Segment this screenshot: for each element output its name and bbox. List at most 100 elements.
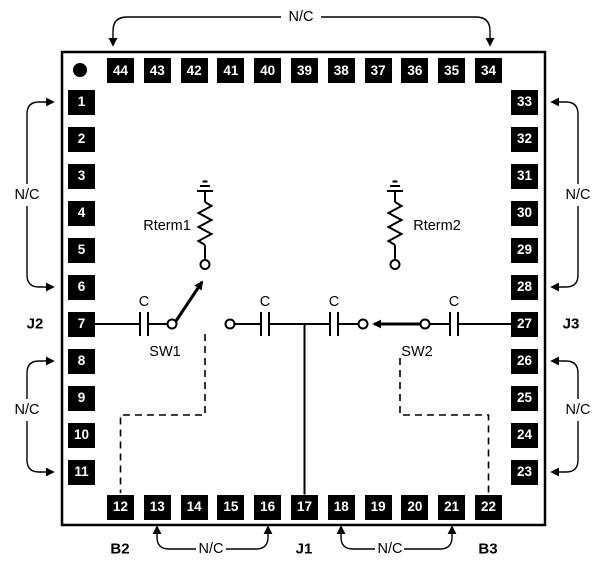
capacitor-1-label: C — [138, 293, 150, 310]
pin-23: 23 — [511, 459, 538, 485]
pin-30: 30 — [511, 200, 538, 226]
nc-left-upper-label: N/C — [14, 186, 40, 203]
pin-29: 29 — [511, 237, 538, 263]
sw1-arm — [174, 280, 204, 322]
pin-19: 19 — [364, 494, 392, 520]
pin-1: 1 — [68, 89, 95, 115]
nc-bracket-right-upper-a — [550, 97, 579, 184]
nc-bracket-top-left — [108, 16, 281, 47]
pin-31: 31 — [511, 163, 538, 189]
capacitor-1 — [139, 312, 149, 336]
rterm1-contact — [199, 259, 211, 270]
nc-right-lower-label: N/C — [565, 401, 591, 418]
nc-bracket-left-lower-a — [26, 356, 55, 399]
nc-bracket-left-lower-b — [26, 421, 55, 477]
capacitor-3-label: C — [328, 293, 340, 310]
rterm2-contact — [389, 259, 401, 270]
pin-26: 26 — [511, 348, 538, 374]
pin-5: 5 — [68, 237, 95, 263]
pin-25: 25 — [511, 385, 538, 411]
sw2-pivot-contact — [419, 318, 431, 330]
dashed-link-b2 — [119, 334, 206, 493]
sw2-label: SW2 — [401, 343, 433, 360]
pin-33: 33 — [511, 89, 538, 115]
j1-branch — [234, 312, 358, 495]
j2-port-label: J2 — [26, 315, 44, 333]
nc-top-label: N/C — [288, 8, 314, 25]
pin-18: 18 — [327, 494, 355, 520]
rterm2-resistor — [386, 180, 404, 260]
nc-bracket-left-upper-a — [26, 97, 55, 184]
j3-port-label: J3 — [562, 315, 580, 333]
pin-16: 16 — [254, 494, 282, 520]
pin-39: 39 — [291, 58, 318, 83]
sw1-pivot-contact — [166, 318, 178, 330]
pin-34: 34 — [475, 58, 502, 83]
pin-44: 44 — [107, 58, 134, 83]
rterm1-label: Rterm1 — [143, 217, 191, 234]
rterm2-ground-icon — [387, 180, 403, 192]
pin-2: 2 — [68, 126, 95, 152]
pin-15: 15 — [217, 494, 245, 520]
pin-9: 9 — [68, 385, 95, 411]
package-outline — [60, 50, 547, 527]
nc-bracket-bottom-right-a — [336, 525, 375, 550]
pin-24: 24 — [511, 422, 538, 448]
j1-port-label: J1 — [295, 540, 313, 558]
pin-7: 7 — [68, 311, 95, 337]
rterm2-label: Rterm2 — [413, 217, 461, 234]
dashed-link-b3 — [399, 358, 490, 493]
pin-11: 11 — [68, 459, 95, 485]
pin-8: 8 — [68, 348, 95, 374]
pin-12: 12 — [107, 494, 134, 520]
j3-branch — [429, 312, 511, 336]
pin-43: 43 — [143, 58, 171, 83]
pin-42: 42 — [180, 58, 208, 83]
pin-27: 27 — [511, 311, 538, 337]
nc-bracket-left-upper-b — [26, 206, 55, 292]
rterm1-ground-icon — [197, 180, 213, 192]
pin-38: 38 — [327, 58, 355, 83]
pin-17: 17 — [291, 494, 318, 520]
nc-left-lower-label: N/C — [14, 401, 40, 418]
nc-bracket-right-lower-b — [550, 421, 579, 477]
pin1-index-dot — [73, 63, 87, 77]
nc-bottom-right-label: N/C — [377, 540, 403, 557]
pin-37: 37 — [364, 58, 392, 83]
pin-3: 3 — [68, 163, 95, 189]
rterm1-resistor — [196, 180, 214, 260]
pin-10: 10 — [68, 422, 95, 448]
pin-6: 6 — [68, 274, 95, 300]
pin-14: 14 — [180, 494, 208, 520]
pin-13: 13 — [143, 494, 171, 520]
nc-bracket-bottom-left-b — [226, 525, 273, 550]
capacitor-4 — [449, 312, 459, 336]
nc-right-upper-label: N/C — [565, 186, 591, 203]
nc-bracket-top-right — [321, 16, 495, 47]
pin-21: 21 — [438, 494, 466, 520]
pin-36: 36 — [401, 58, 429, 83]
j2-branch — [95, 312, 168, 336]
sw2-throw-contact — [357, 318, 369, 330]
capacitor-2-label: C — [259, 293, 271, 310]
b2-port-label: B2 — [110, 540, 130, 558]
pin-22: 22 — [475, 494, 502, 520]
sw1-label: SW1 — [149, 343, 181, 360]
capacitor-3 — [329, 312, 339, 336]
pin-35: 35 — [438, 58, 466, 83]
nc-bracket-bottom-left-a — [152, 525, 196, 550]
pin-40: 40 — [254, 58, 282, 83]
pin-41: 41 — [217, 58, 245, 83]
nc-bracket-right-lower-a — [550, 356, 579, 399]
nc-bracket-right-upper-b — [550, 206, 579, 292]
nc-bottom-left-label: N/C — [198, 540, 224, 557]
nc-bracket-bottom-right-b — [404, 525, 457, 550]
capacitor-4-label: C — [448, 293, 460, 310]
capacitor-2 — [260, 312, 270, 336]
pin-20: 20 — [401, 494, 429, 520]
pin-32: 32 — [511, 126, 538, 152]
pin-4: 4 — [68, 200, 95, 226]
sw1-throw-contact — [224, 318, 236, 330]
b3-port-label: B3 — [478, 540, 498, 558]
